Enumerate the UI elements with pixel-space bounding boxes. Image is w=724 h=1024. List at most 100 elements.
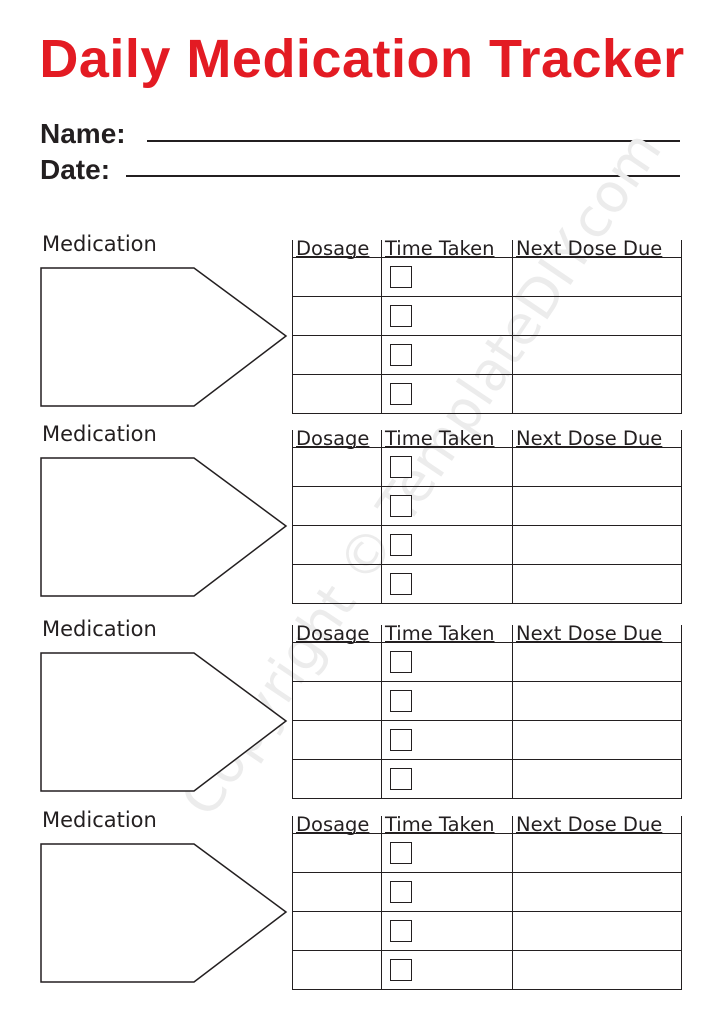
table-row xyxy=(292,833,682,873)
table-row xyxy=(292,486,682,526)
next-dose-cell[interactable] xyxy=(512,681,682,721)
dosage-cell[interactable] xyxy=(292,720,382,760)
dosage-header: Dosage xyxy=(292,239,382,258)
next-dose-cell[interactable] xyxy=(512,486,682,526)
dosage-cell[interactable] xyxy=(292,872,382,912)
time-taken-cell xyxy=(381,911,513,951)
taken-checkbox[interactable] xyxy=(390,305,412,327)
taken-checkbox[interactable] xyxy=(390,573,412,595)
time-taken-header: Time Taken xyxy=(381,815,513,834)
table-row xyxy=(292,642,682,682)
dosage-cell[interactable] xyxy=(292,296,382,336)
time-taken-header: Time Taken xyxy=(381,429,513,448)
table-row xyxy=(292,257,682,297)
dosage-cell[interactable] xyxy=(292,564,382,604)
taken-checkbox[interactable] xyxy=(390,768,412,790)
dosage-header: Dosage xyxy=(292,429,382,448)
medication-table: Dosage Time Taken Next Dose Due xyxy=(292,429,682,604)
table-row xyxy=(292,374,682,414)
time-taken-cell xyxy=(381,447,513,487)
time-taken-cell xyxy=(381,759,513,799)
next-dose-cell[interactable] xyxy=(512,833,682,873)
time-taken-cell xyxy=(381,681,513,721)
next-dose-cell[interactable] xyxy=(512,525,682,565)
time-taken-header: Time Taken xyxy=(381,239,513,258)
table-row xyxy=(292,911,682,951)
taken-checkbox[interactable] xyxy=(390,266,412,288)
dosage-cell[interactable] xyxy=(292,759,382,799)
medication-name-tag[interactable] xyxy=(40,652,290,792)
table-row xyxy=(292,681,682,721)
dosage-cell[interactable] xyxy=(292,525,382,565)
time-taken-cell xyxy=(381,564,513,604)
medication-name-tag[interactable] xyxy=(40,267,290,407)
taken-checkbox[interactable] xyxy=(390,495,412,517)
dosage-cell[interactable] xyxy=(292,447,382,487)
table-row xyxy=(292,447,682,487)
taken-checkbox[interactable] xyxy=(390,383,412,405)
dosage-cell[interactable] xyxy=(292,833,382,873)
medication-section: Medication Dosage Time Taken Next Dose D… xyxy=(0,617,724,807)
dosage-cell[interactable] xyxy=(292,950,382,990)
next-dose-due-header: Next Dose Due xyxy=(512,239,682,258)
taken-checkbox[interactable] xyxy=(390,344,412,366)
table-row xyxy=(292,335,682,375)
time-taken-cell xyxy=(381,720,513,760)
table-row xyxy=(292,950,682,990)
next-dose-cell[interactable] xyxy=(512,257,682,297)
time-taken-cell xyxy=(381,374,513,414)
taken-checkbox[interactable] xyxy=(390,959,412,981)
next-dose-cell[interactable] xyxy=(512,564,682,604)
taken-checkbox[interactable] xyxy=(390,920,412,942)
taken-checkbox[interactable] xyxy=(390,881,412,903)
next-dose-cell[interactable] xyxy=(512,296,682,336)
next-dose-cell[interactable] xyxy=(512,335,682,375)
table-row xyxy=(292,872,682,912)
table-row xyxy=(292,525,682,565)
medication-label: Medication xyxy=(42,232,157,256)
next-dose-due-header: Next Dose Due xyxy=(512,429,682,448)
medication-table: Dosage Time Taken Next Dose Due xyxy=(292,815,682,990)
next-dose-cell[interactable] xyxy=(512,447,682,487)
taken-checkbox[interactable] xyxy=(390,651,412,673)
dosage-cell[interactable] xyxy=(292,486,382,526)
time-taken-cell xyxy=(381,525,513,565)
next-dose-cell[interactable] xyxy=(512,759,682,799)
medication-section: Medication Dosage Time Taken Next Dose D… xyxy=(0,808,724,998)
medication-section: Medication Dosage Time Taken Next Dose D… xyxy=(0,422,724,612)
table-row xyxy=(292,564,682,604)
taken-checkbox[interactable] xyxy=(390,690,412,712)
time-taken-cell xyxy=(381,833,513,873)
dosage-cell[interactable] xyxy=(292,374,382,414)
medication-name-tag[interactable] xyxy=(40,843,290,983)
medication-table: Dosage Time Taken Next Dose Due xyxy=(292,624,682,799)
table-row xyxy=(292,296,682,336)
taken-checkbox[interactable] xyxy=(390,456,412,478)
date-field[interactable] xyxy=(126,175,680,177)
time-taken-cell xyxy=(381,642,513,682)
dosage-cell[interactable] xyxy=(292,681,382,721)
taken-checkbox[interactable] xyxy=(390,534,412,556)
table-row xyxy=(292,759,682,799)
next-dose-cell[interactable] xyxy=(512,720,682,760)
medication-name-tag[interactable] xyxy=(40,457,290,597)
date-label: Date: xyxy=(40,154,111,185)
taken-checkbox[interactable] xyxy=(390,842,412,864)
time-taken-cell xyxy=(381,257,513,297)
next-dose-cell[interactable] xyxy=(512,872,682,912)
table-row xyxy=(292,720,682,760)
medication-section: Medication Dosage Time Taken Next Dose D… xyxy=(0,232,724,422)
next-dose-cell[interactable] xyxy=(512,374,682,414)
name-field[interactable] xyxy=(147,140,680,142)
taken-checkbox[interactable] xyxy=(390,729,412,751)
medication-label: Medication xyxy=(42,422,157,446)
next-dose-cell[interactable] xyxy=(512,642,682,682)
next-dose-cell[interactable] xyxy=(512,950,682,990)
dosage-cell[interactable] xyxy=(292,911,382,951)
time-taken-header: Time Taken xyxy=(381,624,513,643)
dosage-cell[interactable] xyxy=(292,335,382,375)
dosage-cell[interactable] xyxy=(292,257,382,297)
name-label: Name: xyxy=(40,118,126,149)
dosage-cell[interactable] xyxy=(292,642,382,682)
next-dose-cell[interactable] xyxy=(512,911,682,951)
